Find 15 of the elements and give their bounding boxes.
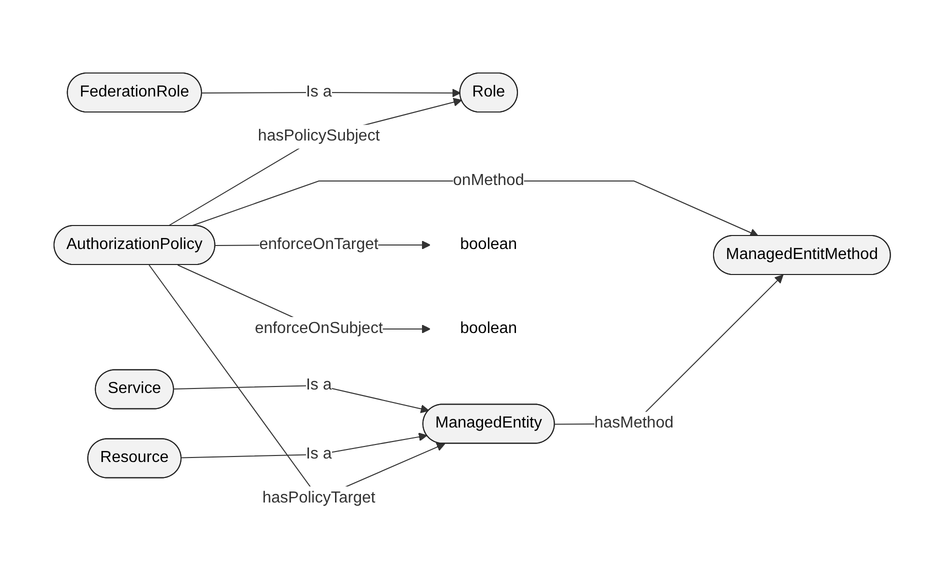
edge-label: enforceOnTarget — [260, 236, 379, 253]
node-text: boolean — [460, 236, 518, 253]
node-text: boolean — [460, 320, 518, 337]
edge-label: onMethod — [453, 172, 525, 189]
edge-label: hasPolicyTarget — [262, 489, 376, 506]
edge-label: Is a — [306, 83, 332, 100]
edge-label: hasPolicySubject — [258, 128, 380, 144]
edge-label: enforceOnSubject — [255, 320, 384, 337]
edge-label: Is a — [306, 376, 332, 394]
edge-label: Is a — [306, 445, 332, 462]
arrow — [181, 432, 428, 458]
arrow — [168, 98, 462, 226]
edge-label: hasMethod — [594, 414, 674, 432]
arrow — [202, 88, 461, 98]
arrow — [174, 384, 430, 413]
